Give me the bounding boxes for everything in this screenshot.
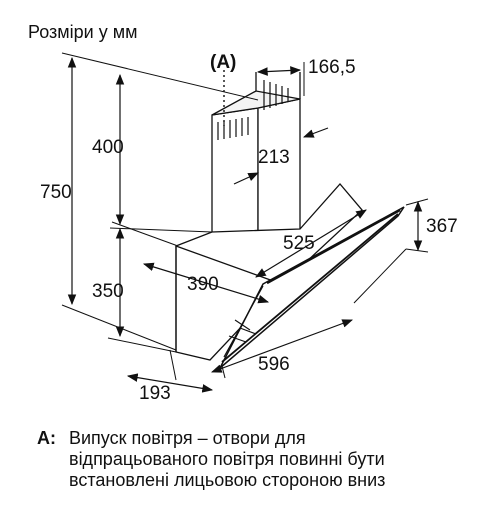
label-166-5: 166,5 xyxy=(308,57,356,78)
label-525: 525 xyxy=(283,233,315,254)
label-193: 193 xyxy=(139,383,171,404)
air-outlet-note: A: Випуск повітря – отвори для відпрацьо… xyxy=(37,428,385,491)
dim-193-line xyxy=(126,373,214,393)
label-390: 390 xyxy=(187,274,219,295)
dimension-lines xyxy=(67,56,423,393)
label-350: 350 xyxy=(92,281,124,302)
chimney-front-face xyxy=(211,107,259,249)
dim-525-line xyxy=(255,209,367,278)
note-line: відпрацьованого повітря повинні бути xyxy=(69,449,385,469)
dim-213-a xyxy=(302,127,329,138)
label-213: 213 xyxy=(258,147,290,168)
label-596: 596 xyxy=(258,354,290,375)
note-line: встановлені лицьовою стороною вниз xyxy=(69,470,386,490)
dim-390-line xyxy=(142,262,270,304)
label-a: (A) xyxy=(210,52,236,73)
label-367: 367 xyxy=(426,216,458,237)
note-line: Випуск повітря – отвори для xyxy=(69,428,306,448)
dim-213-b xyxy=(233,172,259,185)
dimensions-title: Розміри у мм xyxy=(28,22,138,42)
label-750: 750 xyxy=(40,182,72,203)
vent-slots xyxy=(217,80,289,140)
dim-1665-line xyxy=(256,66,302,76)
dim-596-line xyxy=(210,319,354,373)
label-400: 400 xyxy=(92,137,124,158)
note-key: A: xyxy=(37,428,56,448)
chimney-side-face xyxy=(257,98,301,250)
